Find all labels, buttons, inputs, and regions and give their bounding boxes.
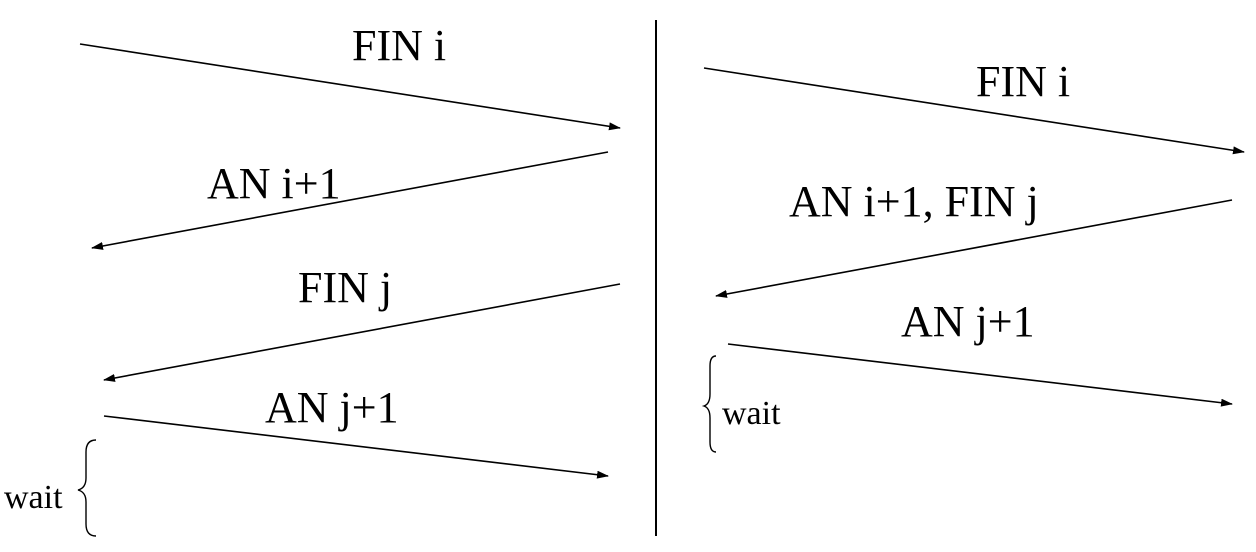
left-fin-j-arrow [103, 283, 621, 382]
left-panel: FIN i AN i+1 FIN j AN j+1 wait [4, 21, 621, 537]
right-an-i-plus-1-fin-j-label: AN i+1, FIN j [789, 177, 1039, 226]
left-an-j-plus-1-arrow [103, 415, 609, 479]
left-fin-i-label: FIN i [352, 21, 446, 70]
left-fin-j-label: FIN j [298, 263, 392, 312]
left-an-j-plus-1-label: AN j+1 [265, 383, 399, 432]
left-an-i-plus-1-arrow [91, 151, 609, 250]
right-fin-i-arrow [703, 67, 1245, 155]
right-an-i-plus-1-fin-j-arrow [715, 199, 1233, 298]
left-wait-brace [77, 439, 97, 537]
left-wait-label: wait [4, 479, 63, 516]
right-wait-label: wait [722, 395, 781, 432]
right-an-j-plus-1-arrow [727, 343, 1233, 407]
right-an-j-plus-1-label: AN j+1 [901, 297, 1035, 346]
left-an-i-plus-1-label: AN i+1 [207, 159, 341, 208]
right-panel: FIN i AN i+1, FIN j AN j+1 wait [701, 57, 1245, 453]
left-fin-i-arrow [79, 43, 621, 131]
right-wait-brace [701, 355, 717, 453]
right-fin-i-label: FIN i [976, 57, 1070, 106]
